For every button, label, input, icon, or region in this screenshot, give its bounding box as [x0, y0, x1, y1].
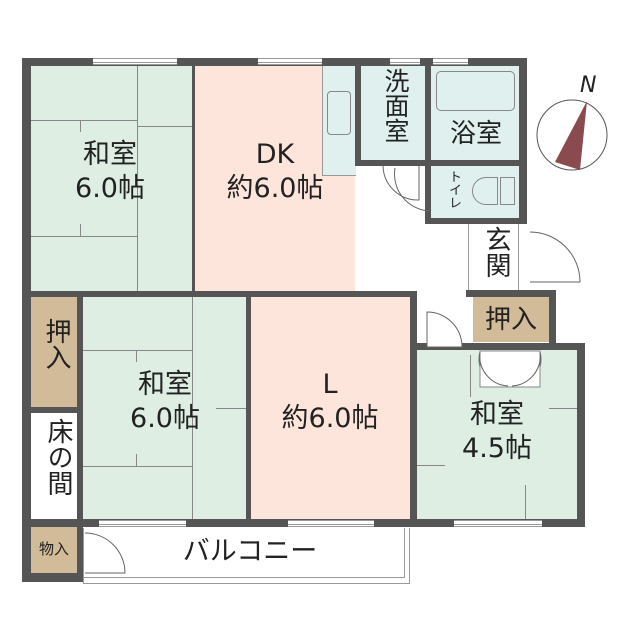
dk-label: DK 約6.0帖	[226, 139, 324, 204]
room-oshiire-w	[31, 297, 77, 407]
wall-oshi-toko	[77, 297, 83, 519]
washitsu-e-label: 和室 4.5帖	[462, 399, 532, 464]
wall-oshiire-top	[466, 290, 556, 297]
window	[390, 58, 420, 65]
window	[454, 520, 542, 527]
wall-sw-l	[246, 297, 251, 519]
wall-nw-dk	[192, 66, 195, 291]
oshiire-e-label: 押入	[484, 305, 537, 335]
wall-oshi-toko-h	[31, 407, 77, 413]
wall-dk-senmen	[355, 66, 361, 166]
room-living	[251, 297, 411, 519]
balcony-inner-rail	[83, 528, 405, 578]
compass-north-label: N	[580, 73, 597, 98]
wall-monoire-right	[77, 519, 83, 582]
wall-senmen-bath	[425, 66, 431, 218]
hallway	[361, 166, 425, 291]
compass-icon	[536, 99, 608, 171]
room-washitsu-nw	[31, 66, 192, 291]
oshiire-w-label: 押入	[41, 318, 71, 370]
monoire-label: 物入	[38, 540, 69, 558]
wall-right-upper	[519, 58, 527, 224]
window	[99, 520, 186, 527]
senmen-label: 洗面室	[381, 68, 410, 143]
wall-mid-horizontal	[22, 291, 416, 297]
living-label: L 約6.0帖	[281, 369, 379, 434]
room-genkan	[468, 224, 519, 290]
wall-e-top	[410, 343, 585, 350]
window	[258, 58, 322, 65]
wall-e-right	[577, 343, 585, 527]
bathtub	[436, 71, 515, 111]
toilet-bowl	[472, 177, 498, 205]
window	[433, 58, 468, 65]
wall-left	[22, 58, 31, 582]
wall-toilet-bottom	[425, 218, 527, 224]
yokushitsu-label: 浴室	[449, 119, 502, 149]
sink	[327, 91, 351, 135]
wall-oshiire-right	[549, 290, 556, 350]
wall-l-right	[410, 291, 417, 527]
room-balcony	[83, 528, 410, 584]
room-senmen	[361, 66, 425, 160]
genkan-label: 玄関	[481, 226, 511, 278]
balcony-label: バルコニー	[182, 536, 318, 567]
room-tokonoma	[31, 413, 77, 520]
room-monoire	[31, 526, 77, 573]
toilet-tank	[500, 177, 515, 205]
toilet-label: トイレ	[446, 170, 461, 209]
washitsu-nw-label: 和室 6.0帖	[75, 139, 145, 204]
tokonoma-label: 床の間	[43, 418, 73, 496]
window	[93, 58, 177, 65]
room-oshiire-e	[473, 297, 549, 342]
wall-monoire-bottom	[22, 573, 83, 582]
washitsu-sw-label: 和室 6.0帖	[130, 369, 200, 434]
wall-bath-bottom	[355, 160, 527, 166]
window	[288, 520, 374, 527]
